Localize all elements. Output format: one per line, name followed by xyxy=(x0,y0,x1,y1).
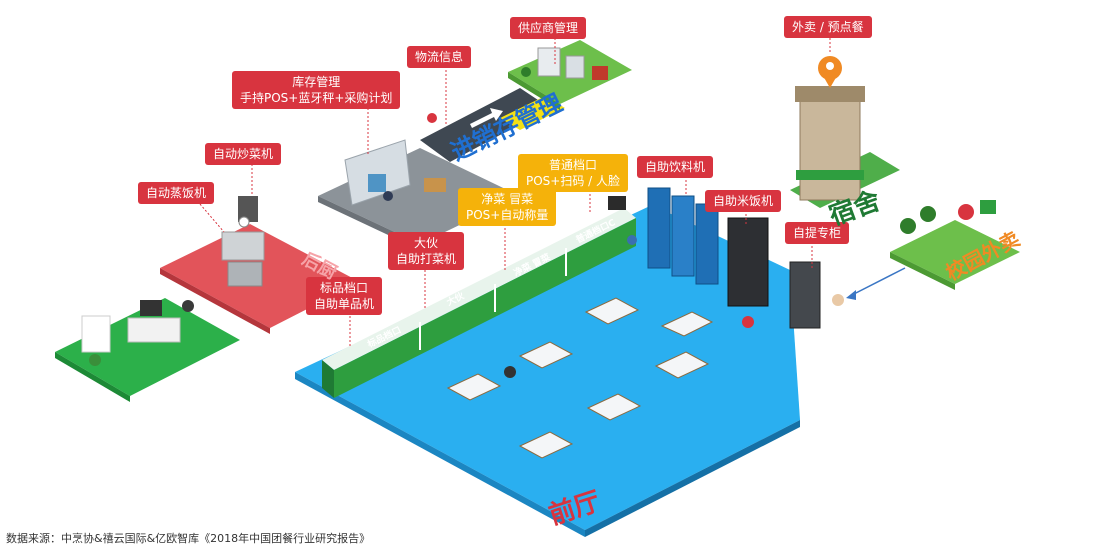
leader-lines xyxy=(199,38,831,348)
supply-road xyxy=(420,88,550,162)
takeout-to-locker-arrowhead xyxy=(846,290,856,300)
office-worker xyxy=(182,300,194,312)
takeout-to-locker-arrow xyxy=(849,267,906,297)
auto-rice-steamer-tag: 自动蒸饭机 xyxy=(138,182,215,204)
clean-dish-title: 净菜 冒菜 xyxy=(481,192,534,206)
logistics-tag: 物流信息 xyxy=(407,46,472,68)
dorm-building xyxy=(799,99,861,201)
normal-stall-detail: POS+扫码 / 人脸 xyxy=(526,174,621,188)
counter-screen xyxy=(608,196,626,210)
office-desk xyxy=(127,317,181,343)
auto-stir-fry-label: 自动炒菜机 xyxy=(213,147,274,161)
supplier-building-1 xyxy=(537,47,561,77)
warehouse-building xyxy=(344,139,411,206)
student-pickup xyxy=(832,294,844,306)
front-hall-edge xyxy=(295,372,585,537)
auto-stir-fry-tag: 自动炒菜机 xyxy=(205,143,282,165)
pickup-locker-tag: 自提专柜 xyxy=(785,222,850,244)
logistics-label: 物流信息 xyxy=(415,50,464,64)
supplier-tree xyxy=(521,67,531,77)
data-source: 数据来源：中烹协&禧云国际&亿欧智库《2018年中国团餐行业研究报告》 xyxy=(6,532,371,545)
chef xyxy=(238,216,250,228)
pickup-locker-label: 自提专柜 xyxy=(793,226,842,240)
drink-machine-tag: 自助饮料机 xyxy=(637,156,714,178)
campus-takeout-edge xyxy=(890,252,955,290)
student-red xyxy=(742,316,754,328)
table-5 xyxy=(586,393,642,421)
supplier-tag: 供应商管理 xyxy=(510,17,587,39)
delivery-person xyxy=(427,113,437,123)
dorm-roof xyxy=(795,86,865,102)
rice-machine-body xyxy=(727,217,769,307)
normal-stall-title: 普通档口 xyxy=(549,158,598,172)
takeout-tree-2 xyxy=(920,206,936,222)
takeout-preorder-label: 外卖 / 预点餐 xyxy=(792,20,864,34)
front-hall-edge-right xyxy=(585,420,800,537)
delivery-scooter-rider xyxy=(958,204,974,220)
clean-dish-tag: 净菜 冒菜 POS+自动称量 xyxy=(458,188,557,226)
serving-counter-base xyxy=(334,218,636,398)
office-platform-edge xyxy=(55,352,130,402)
normal-stall-tag: 普通档口 POS+扫码 / 人脸 xyxy=(518,154,629,192)
road-arrow xyxy=(470,108,503,128)
standard-stall-detail: 自助单品机 xyxy=(314,297,375,311)
drink-machine-a xyxy=(647,187,671,269)
pickup-locker-body xyxy=(789,261,821,329)
auto-rice-steamer-label: 自动蒸饭机 xyxy=(146,186,207,200)
dispatch-title: 大伙 xyxy=(414,236,439,250)
kitchen-counter xyxy=(221,231,265,261)
dispatch-tag: 大伙 自助打菜机 xyxy=(388,232,465,270)
supplier-building-3 xyxy=(592,66,608,80)
dining-tables xyxy=(446,297,714,459)
warehouse-worker xyxy=(383,191,393,201)
office-platform xyxy=(55,298,240,396)
supplier-label: 供应商管理 xyxy=(518,21,579,35)
supply-crates xyxy=(500,96,565,130)
dorm-awning xyxy=(796,170,864,180)
supplier-building-2 xyxy=(565,55,585,79)
inventory-title: 库存管理 xyxy=(292,75,341,89)
table-7 xyxy=(660,311,714,337)
delivery-box xyxy=(980,200,996,214)
inventory-detail: 手持POS+蓝牙秤+采购计划 xyxy=(240,91,393,105)
warehouse-door xyxy=(368,174,386,192)
serving-counter-top xyxy=(322,208,636,370)
standard-stall-tag: 标品档口 自助单品机 xyxy=(306,277,383,315)
location-pin-dot xyxy=(826,62,834,70)
drink-machine-b xyxy=(671,195,695,277)
drink-machine-c xyxy=(695,203,719,285)
standard-stall-title: 标品档口 xyxy=(320,281,369,295)
office-monitor xyxy=(140,300,162,316)
kitchen-stove xyxy=(227,261,263,287)
table-3 xyxy=(584,297,640,325)
takeout-tree-1 xyxy=(900,218,916,234)
cashier xyxy=(627,235,637,245)
rice-machine-label: 自助米饭机 xyxy=(713,194,774,208)
rice-machine-tag: 自助米饭机 xyxy=(705,190,782,212)
table-6 xyxy=(654,351,710,379)
clean-dish-detail: POS+自动称量 xyxy=(466,208,549,222)
table-4 xyxy=(518,431,574,459)
office-plant xyxy=(89,354,101,366)
takeout-preorder-tag: 外卖 / 预点餐 xyxy=(784,16,872,38)
office-board xyxy=(81,315,111,353)
table-2 xyxy=(518,341,574,369)
inventory-tag: 库存管理 手持POS+蓝牙秤+采购计划 xyxy=(232,71,401,109)
location-pin-tail xyxy=(822,74,838,88)
back-kitchen-edge xyxy=(160,268,270,334)
front-hall-floor xyxy=(295,205,800,530)
warehouse-boxes xyxy=(424,178,446,192)
serving-counter-front xyxy=(322,360,334,398)
table-1 xyxy=(446,373,502,401)
diner xyxy=(504,366,516,378)
stir-fry-machine xyxy=(238,196,258,222)
drink-machine-label: 自助饮料机 xyxy=(645,160,706,174)
dispatch-detail: 自助打菜机 xyxy=(396,252,457,266)
supplier-district-edge xyxy=(508,72,560,110)
